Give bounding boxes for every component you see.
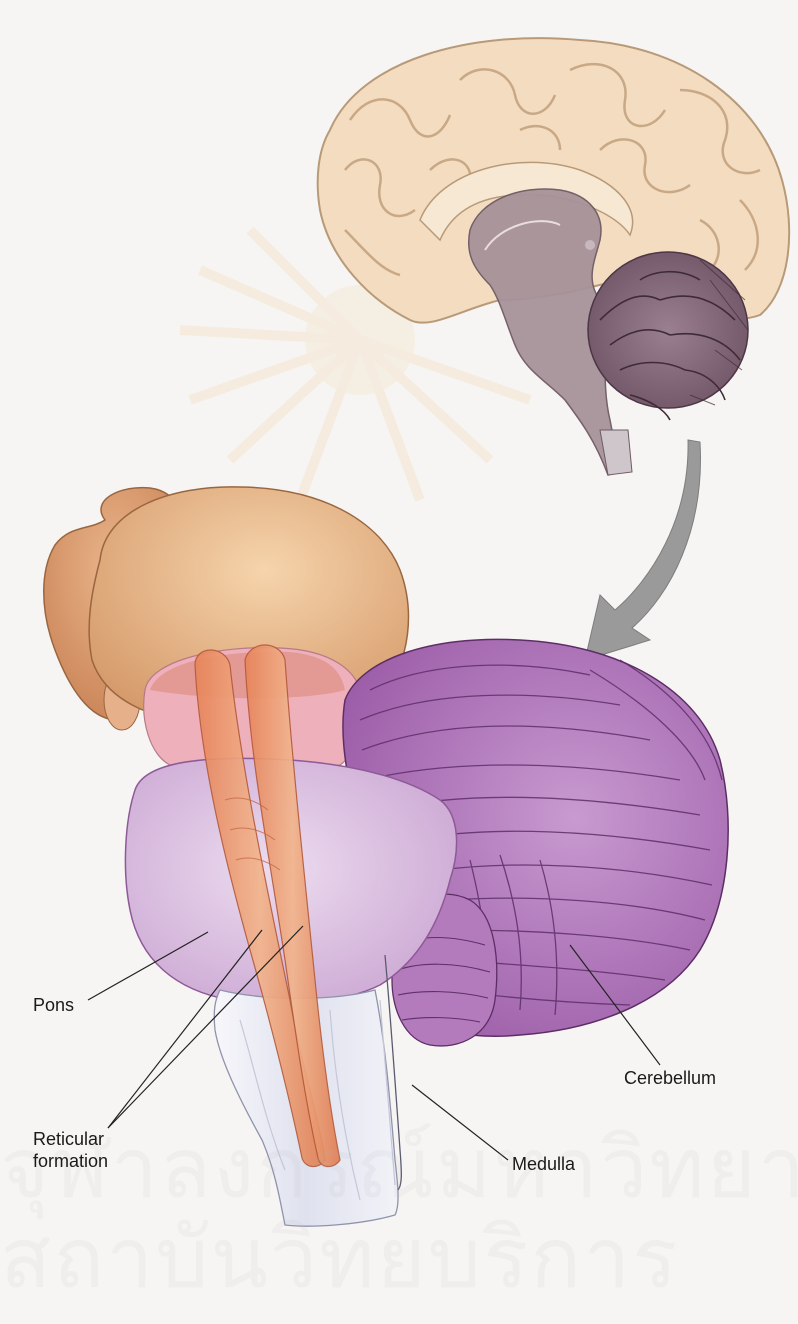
label-medulla: Medulla (512, 1153, 575, 1175)
label-reticular-line2: formation (33, 1150, 108, 1172)
label-pons: Pons (33, 994, 74, 1016)
cerebellum-sagittal (588, 252, 748, 420)
label-reticular-formation: Reticular formation (33, 1128, 108, 1172)
watermark-text-2: จุฬาลงกรณ์มหาวิทยาลัย (0, 1100, 798, 1234)
watermark-line-2: จุฬาลงกรณ์มหาวิทยาลัย (0, 1100, 798, 1234)
arrow-icon (585, 440, 700, 660)
label-reticular-line1: Reticular (33, 1128, 108, 1150)
label-cerebellum: Cerebellum (624, 1067, 716, 1089)
pineal-icon (585, 240, 595, 250)
